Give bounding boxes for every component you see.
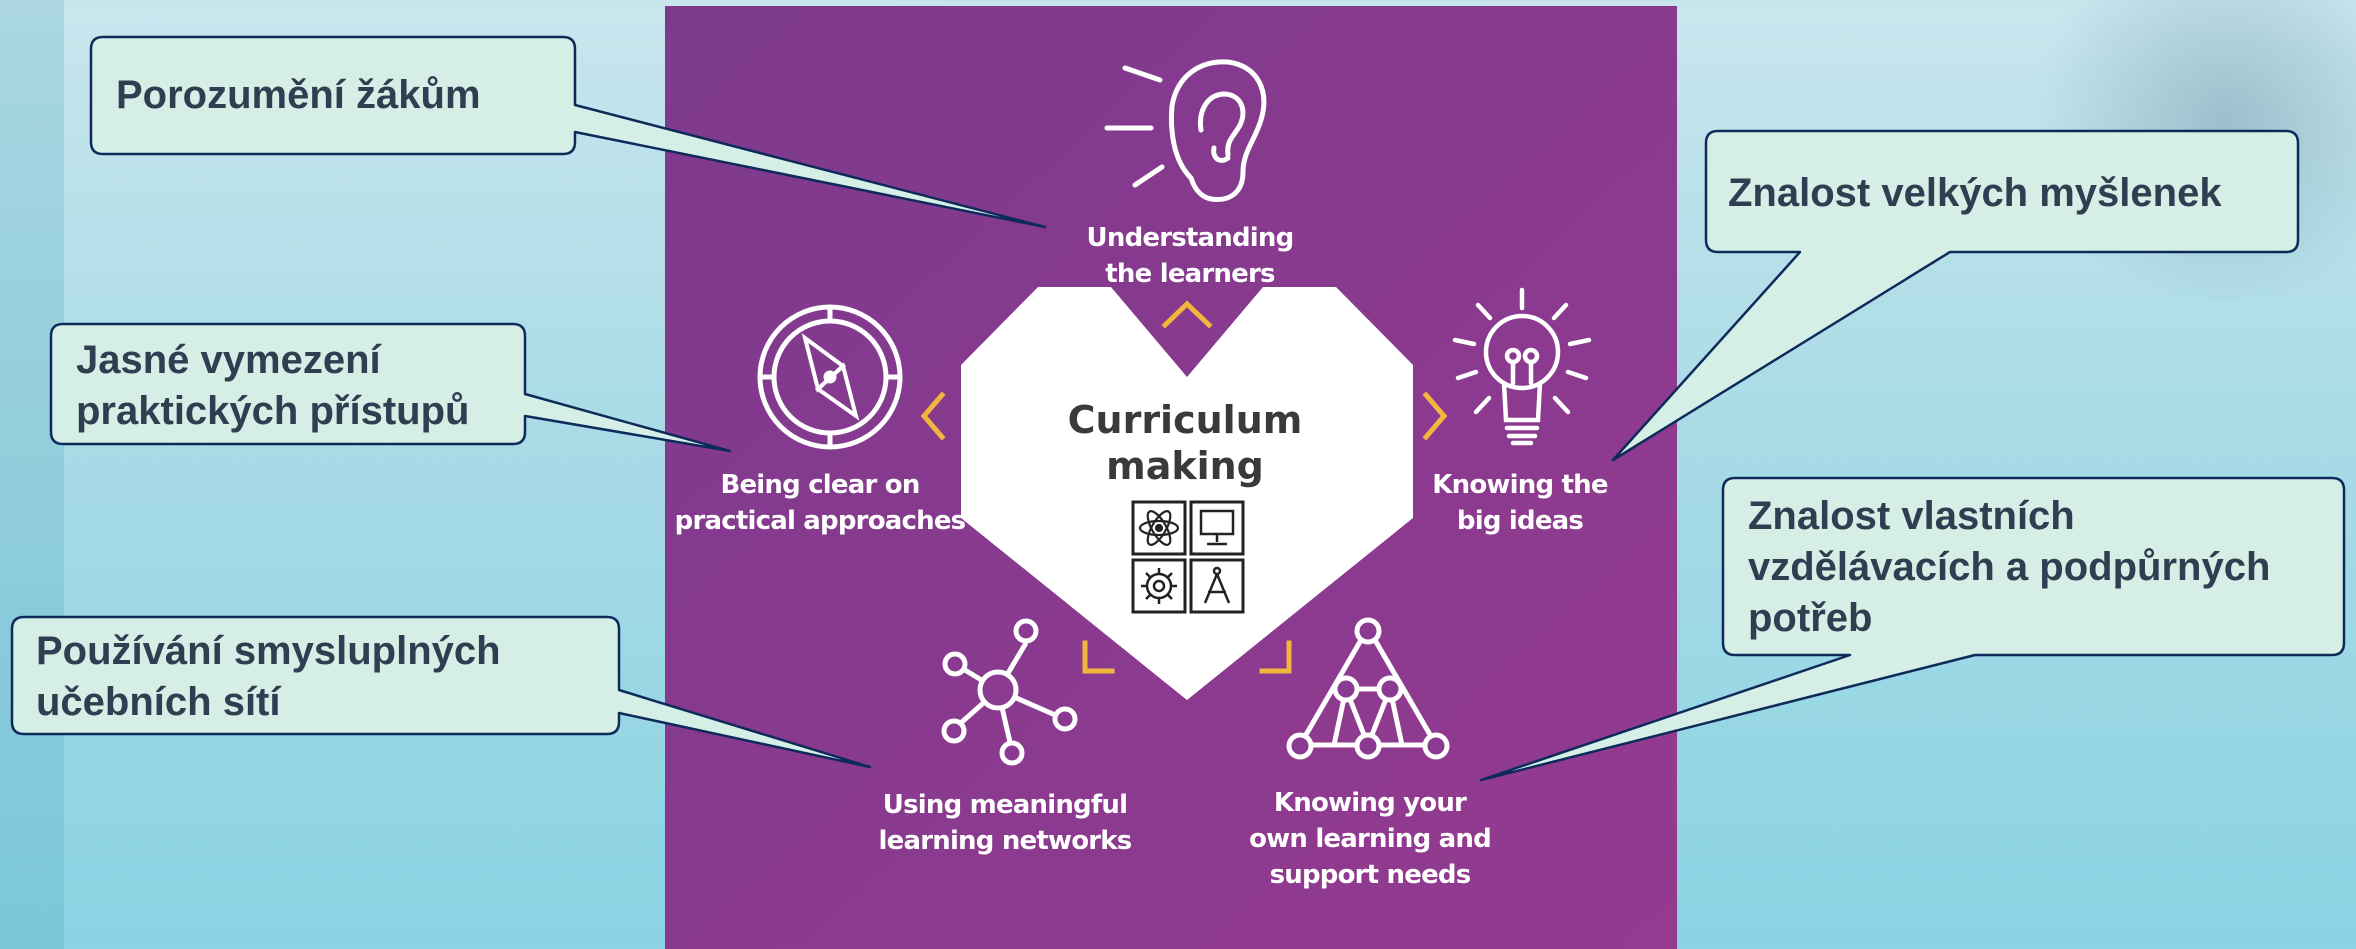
heart-shape <box>961 287 1413 700</box>
callout-line: učebních sítí <box>36 680 281 724</box>
callout-line: Znalost vlastních <box>1748 494 2075 538</box>
node-label-line: Being clear on <box>720 470 920 500</box>
chevron-left-icon <box>920 391 946 441</box>
center-icon-grid <box>1131 500 1245 614</box>
chevron-right-icon <box>1422 391 1448 441</box>
node-label-networks: Using meaningful learning networks <box>860 787 1150 859</box>
callout-jasne <box>49 322 732 453</box>
compass-icon <box>1189 558 1245 614</box>
lightbulb-icon <box>1452 287 1592 446</box>
network-icon <box>941 618 1078 766</box>
triangle-network-icon <box>1286 617 1450 760</box>
callout-text-jasne: Jasné vymezení praktických přístupů <box>76 335 469 437</box>
callout-line: potřeb <box>1748 596 1873 640</box>
atom-icon <box>1131 500 1187 556</box>
node-label-line: Knowing your <box>1273 788 1467 818</box>
center-title-line1: Curriculum <box>1067 398 1303 442</box>
node-label-line: learning networks <box>878 826 1133 856</box>
node-label-line: Using meaningful <box>882 790 1128 820</box>
monitor-icon <box>1189 500 1245 556</box>
compass-icon <box>757 304 903 450</box>
node-label-line: practical approaches <box>674 506 966 536</box>
corner-bracket-right-icon <box>1259 640 1292 674</box>
center-title: Curriculum making <box>1045 397 1325 489</box>
callout-znalost-potreb <box>1479 476 2346 782</box>
ear-icon <box>1104 59 1267 203</box>
node-label-understanding: Understanding the learners <box>1055 220 1325 292</box>
callout-text-porozumeni: Porozumění žákům <box>116 70 481 121</box>
callout-text-pouzivani: Používání smysluplných učebních sítí <box>36 626 501 728</box>
callout-line: vzdělávacích a podpůrných <box>1748 545 2271 589</box>
node-label-line: Understanding <box>1086 223 1295 253</box>
callout-line: Používání smysluplných <box>36 629 501 673</box>
background-band <box>0 0 64 949</box>
node-label-line: Knowing the <box>1432 470 1608 500</box>
node-label-line: big ideas <box>1456 506 1584 536</box>
center-title-line2: making <box>1106 444 1264 488</box>
callout-text-znalost-potreb: Znalost vlastních vzdělávacích a podpůrn… <box>1748 491 2270 644</box>
callout-porozumeni <box>89 35 1047 229</box>
gear-icon <box>1131 558 1187 614</box>
corner-bracket-left-icon <box>1082 640 1115 674</box>
callout-line: Znalost velkých myšlenek <box>1728 171 2222 215</box>
node-label-line: support needs <box>1269 860 1472 890</box>
node-label-support-needs: Knowing your own learning and support ne… <box>1230 785 1510 893</box>
node-label-big-ideas: Knowing the big ideas <box>1400 467 1640 539</box>
node-label-practical: Being clear on practical approaches <box>660 467 980 539</box>
callout-line: Porozumění žákům <box>116 73 481 117</box>
callout-line: Jasné vymezení <box>76 338 381 382</box>
node-label-line: the learners <box>1105 259 1275 289</box>
node-label-line: own learning and <box>1249 824 1492 854</box>
chevron-up-icon <box>1161 300 1213 329</box>
callout-text-znalost-myslenek: Znalost velkých myšlenek <box>1728 168 2222 219</box>
callout-pouzivani <box>10 615 872 769</box>
callout-line: praktických přístupů <box>76 389 470 433</box>
callout-znalost-myslenek <box>1611 129 2300 462</box>
